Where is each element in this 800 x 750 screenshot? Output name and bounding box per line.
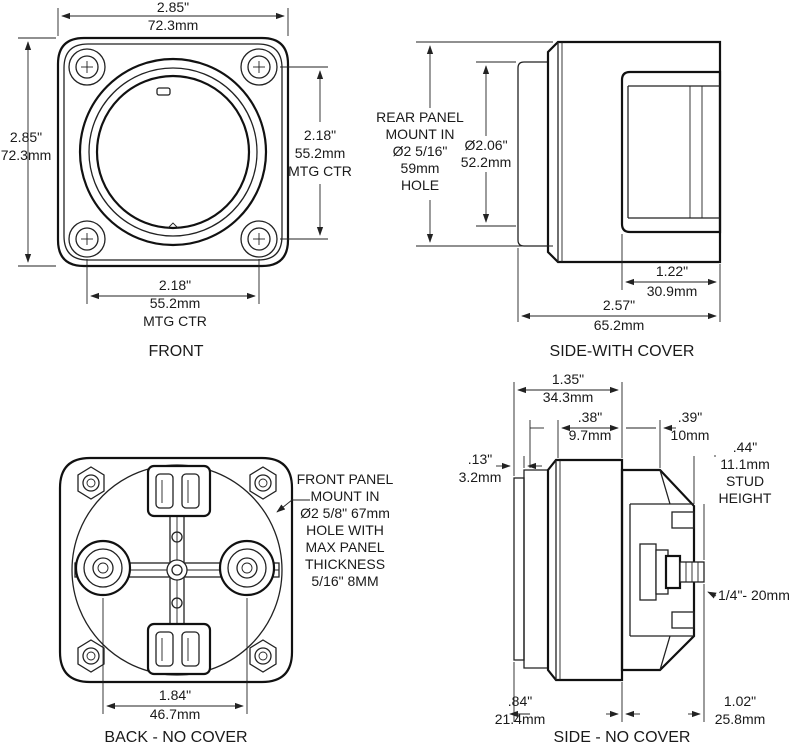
side-nocover-depth-1-inch: 1.35"	[552, 371, 584, 387]
front-mtg-v-label: MTG CTR	[288, 163, 352, 179]
side-nocover-flange-inch: .13"	[468, 451, 492, 467]
side-nocover-depth-5-inch: .84"	[508, 693, 532, 709]
back-terminal-pockets	[146, 464, 212, 676]
front-panel-note-line-3: Ø2 5/8" 67mm	[300, 505, 390, 521]
back-caption: BACK - NO COVER	[104, 729, 247, 746]
front-mtg-h-inch: 2.18"	[159, 277, 191, 293]
side-no-cover-view: 1.35" 34.3mm .38" 9.7mm .39" 10mm .13" 3…	[459, 371, 790, 746]
front-width-inch: 2.85"	[157, 0, 189, 15]
back-no-cover-view: FRONT PANEL MOUNT IN Ø2 5/8" 67mm HOLE W…	[58, 456, 394, 746]
side-cover-total-inch: 2.57"	[603, 297, 635, 313]
stud-thread-label: 1/4"- 20mm	[718, 587, 790, 603]
back-stud-spacing-mm: 46.7mm	[150, 706, 201, 722]
front-dimensions	[18, 8, 328, 304]
side-nocover-depth-3-inch: .39"	[678, 409, 702, 425]
side-nocover-flange-mm: 3.2mm	[459, 469, 502, 485]
front-panel-note-line-6: THICKNESS	[305, 556, 385, 572]
stud-height-note-line-3: STUD	[726, 473, 764, 489]
front-mount-boss	[68, 48, 278, 258]
side-cover-diameter-inch: Ø2.06"	[464, 137, 507, 153]
rear-panel-note-line-3: Ø2 5/16"	[393, 143, 448, 159]
side-nocover-depth-6-inch: 1.02"	[724, 693, 756, 709]
side-nocover-depth-1-mm: 34.3mm	[543, 389, 594, 405]
side-cover-body	[517, 40, 722, 264]
side-nocover-depth-6-mm: 25.8mm	[715, 711, 766, 727]
front-mtg-v-inch: 2.18"	[304, 127, 336, 143]
side-nocover-dimensions	[496, 382, 717, 722]
front-panel-note-line-7: 5/16" 8MM	[311, 573, 378, 589]
front-caption: FRONT	[148, 343, 203, 360]
front-mtg-h-mm: 55.2mm	[150, 295, 201, 311]
front-mtg-h-label: MTG CTR	[143, 313, 207, 329]
front-housing	[56, 36, 290, 268]
front-knob	[78, 57, 268, 247]
front-panel-note-line-2: MOUNT IN	[311, 488, 380, 504]
rear-panel-note-line-4: 59mm	[401, 160, 440, 176]
back-dimensions	[102, 499, 310, 714]
front-view: 2.85" 72.3mm 2.85" 72.3mm 2.18" 55.2mm M…	[1, 0, 352, 360]
side-nocover-stud	[639, 543, 705, 601]
side-with-cover-view: REAR PANEL MOUNT IN Ø2 5/16" 59mm HOLE Ø…	[376, 40, 722, 360]
side-cover-total-mm: 65.2mm	[594, 317, 645, 333]
front-mtg-v-mm: 55.2mm	[295, 145, 346, 161]
side-nocover-depth-2-mm: 9.7mm	[569, 427, 612, 443]
stud-height-note-line-2: 11.1mm	[720, 456, 770, 472]
side-nocover-body	[513, 458, 696, 682]
front-height-inch: 2.85"	[10, 129, 42, 145]
side-nocover-depth-5-mm: 21.4mm	[495, 711, 546, 727]
rear-panel-note-line-5: HOLE	[401, 177, 439, 193]
front-panel-note-line-4: HOLE WITH	[306, 522, 384, 538]
front-panel-note-line-5: MAX PANEL	[305, 539, 384, 555]
back-mount-boss	[77, 466, 277, 673]
back-terminal-studs	[74, 539, 276, 597]
front-height-mm: 72.3mm	[1, 147, 52, 163]
side-cover-diameter-mm: 52.2mm	[461, 154, 512, 170]
side-cover-depth-inch: 1.22"	[656, 263, 688, 279]
side-cover-dimensions	[416, 41, 721, 322]
stud-height-note-line-4: HEIGHT	[719, 490, 772, 506]
back-stud-spacing-inch: 1.84"	[159, 687, 191, 703]
front-panel-note-line-1: FRONT PANEL	[297, 471, 394, 487]
side-nocover-depth-2-inch: .38"	[578, 409, 602, 425]
front-width-mm: 72.3mm	[148, 17, 199, 33]
rear-panel-note-line-1: REAR PANEL	[376, 109, 464, 125]
rear-panel-note-line-2: MOUNT IN	[386, 126, 455, 142]
side-nocover-depth-3-mm: 10mm	[671, 427, 710, 443]
side-cover-caption: SIDE-WITH COVER	[550, 343, 695, 360]
side-nocover-caption: SIDE - NO COVER	[554, 729, 691, 746]
stud-height-note-line-1: .44"	[733, 439, 757, 455]
side-cover-depth-mm: 30.9mm	[647, 283, 698, 299]
